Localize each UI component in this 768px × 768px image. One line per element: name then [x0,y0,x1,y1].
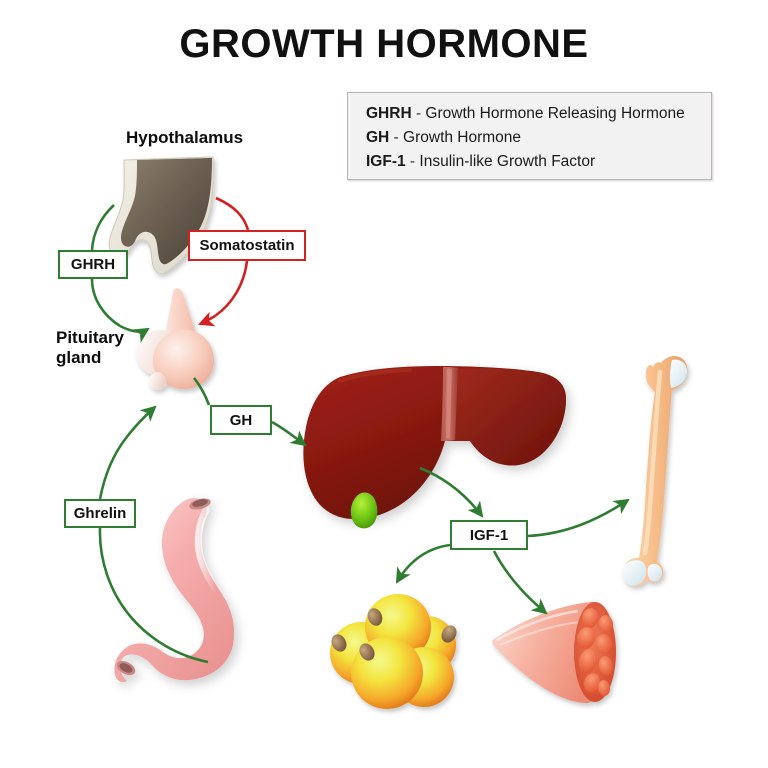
tag-ghrh[interactable]: GHRH [58,250,128,279]
tag-ghrelin[interactable]: Ghrelin [64,499,136,528]
page-title: GROWTH HORMONE [179,22,589,66]
label-pituitary-gland: Pituitary gland [56,328,125,367]
liver [303,366,566,519]
legend-abbr-igf1: IGF-1 [366,153,406,170]
legend-item-igf1: IGF-1 - Insulin-like Growth Factor [366,150,711,174]
legend-box: GHRH - Growth Hormone Releasing Hormone … [347,92,712,180]
pathway-ghrelin [98,405,209,664]
tag-gh[interactable]: GH [210,405,272,435]
pathway-igf1-from-liver [419,466,484,518]
legend-def-ghrh: Growth Hormone Releasing Hormone [425,105,685,122]
label-hypothalamus: Hypothalamus [126,128,244,147]
pathway-somatostatin [198,196,250,327]
tag-igf1[interactable]: IGF-1 [450,520,528,550]
legend-def-igf1: Insulin-like Growth Factor [419,153,596,170]
legend-abbr-ghrh: GHRH [366,105,412,122]
pathway-igf1-to-fat [395,543,451,584]
bone [622,356,688,587]
legend-dash-ghrh: - [411,105,426,122]
pathway-igf1-to-bone [527,498,630,538]
tag-somatostatin[interactable]: Somatostatin [188,230,306,261]
legend-item-gh: GH - Growth Hormone [366,126,711,150]
legend-abbr-gh: GH [366,129,390,146]
legend-dash-gh: - [389,129,404,146]
stomach [114,498,235,683]
gallbladder [350,492,378,529]
legend-item-ghrh: GHRH - Growth Hormone Releasing Hormone [366,102,711,126]
fat-cells [330,594,457,709]
pathway-ghrh [90,204,150,343]
pituitary-gland [136,288,215,390]
legend-dash-igf1: - [405,153,420,170]
pathway-igf1-to-muscle [492,550,548,615]
legend-def-gh: Growth Hormone [403,129,522,146]
pathway-gh [192,377,307,447]
muscle-tissue [492,601,616,704]
